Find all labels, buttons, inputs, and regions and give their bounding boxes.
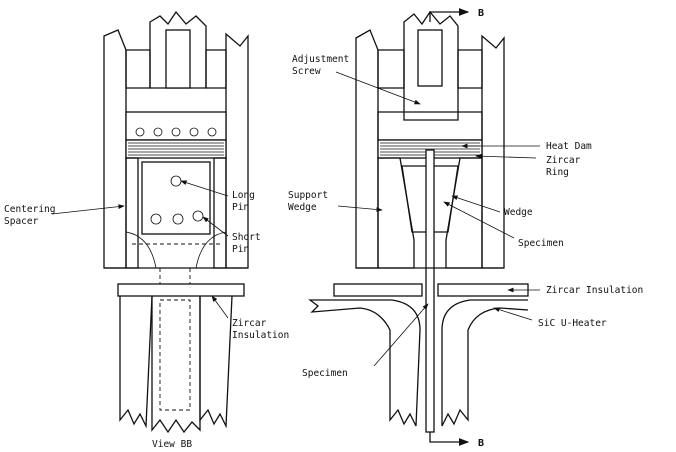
support-wedge-left (377, 157, 415, 269)
zircar-ring-label-2: Ring (546, 167, 569, 178)
centering-spacer-label-1: Centering (4, 204, 55, 215)
centering-spacer-label-2: Spacer (4, 216, 39, 227)
wedge-label: Wedge (504, 207, 533, 218)
adjustment-screw-label-2: Screw (292, 66, 321, 77)
section-b-top-label: B (478, 8, 484, 19)
plate-stack (125, 139, 227, 159)
support-wedge-label-2: Wedge (288, 202, 317, 213)
centering-spacer-leader (51, 204, 125, 215)
long-pin-label-2: Pin (232, 202, 249, 213)
right-centering-spacer (213, 157, 227, 269)
ball-cavity (125, 111, 227, 141)
central-wedge (401, 165, 459, 233)
short-pin-center (172, 213, 184, 225)
section-b-bottom-label: B (478, 438, 484, 449)
zircar-insulation-left-label-1: Zircar (232, 318, 267, 329)
lower-specimen-dashed (159, 299, 191, 411)
sic-u-heater-leader (493, 307, 533, 321)
support-wedge-label-1: Support (288, 190, 328, 201)
ball-row (135, 127, 217, 137)
sic-u-heater-label: SiC U-Heater (538, 318, 607, 329)
zircar-insulation-plate-right (333, 283, 423, 297)
lower-heater-left (119, 295, 153, 429)
upper-rod-slot (165, 29, 191, 89)
view-bb-label: View BB (152, 439, 192, 450)
screw-cap (377, 111, 483, 141)
section-left-wall (355, 29, 379, 269)
specimen-upper-leader (443, 201, 515, 239)
section-line-b (429, 8, 470, 446)
specimen-lower-leader (373, 303, 429, 367)
specimen-upper-label: Specimen (518, 238, 564, 249)
adjustment-screw-slot (417, 29, 443, 87)
lower-heater-right (199, 295, 233, 429)
support-wedge-leader (337, 205, 383, 212)
adjustment-screw-label-1: Adjustment (292, 54, 349, 65)
zircar-insulation-plate-left (117, 283, 245, 297)
upper-right-block (205, 49, 227, 89)
view-bb-assembly (103, 10, 249, 434)
specimen-rod (425, 149, 435, 433)
long-pin-label-1: Long (232, 190, 255, 201)
long-pin-leader (180, 180, 229, 197)
support-wedge-right (445, 157, 483, 269)
specimen-lower-label: Specimen (302, 368, 348, 379)
upper-left-block (125, 49, 151, 89)
adjustment-screw (403, 10, 459, 121)
short-pin-right (192, 210, 204, 222)
zircar-insulation-left-label-2: Insulation (232, 330, 289, 341)
specimen-block (141, 161, 211, 235)
short-pin-label-2: Pin (232, 244, 249, 255)
zircar-ring-label-1: Zircar (546, 155, 581, 166)
sic-u-heater-right (441, 299, 529, 427)
section-right-wall (481, 34, 505, 269)
sic-u-heater-left (308, 299, 421, 427)
short-pin-label-1: Short (232, 232, 261, 243)
left-outer-wall (103, 29, 127, 269)
short-pin-leader (202, 216, 229, 237)
section-assembly (355, 10, 505, 433)
zircar-insulation-right-label: Zircar Insulation (546, 285, 643, 296)
adjustment-screw-leader (335, 71, 421, 105)
short-pin-left (150, 213, 162, 225)
zircar-insulation-left-leader (211, 295, 229, 319)
zircar-ring-leader (475, 153, 537, 159)
wedge-leader (451, 195, 501, 213)
left-centering-spacer (125, 157, 139, 269)
heat-dam-label: Heat Dam (546, 141, 592, 152)
heat-dam-plates (377, 139, 483, 159)
